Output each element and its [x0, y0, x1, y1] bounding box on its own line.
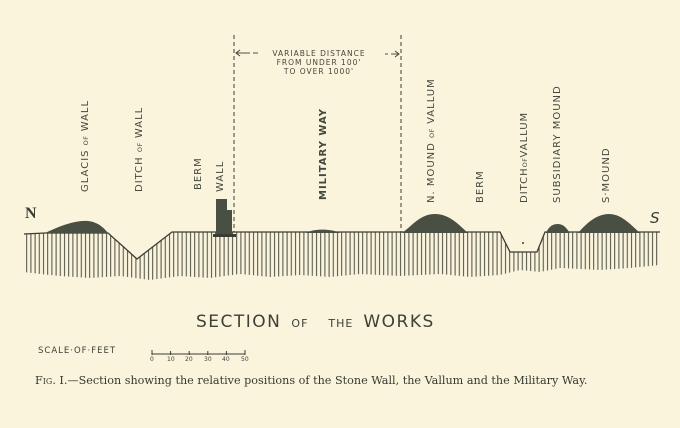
north-label: N	[25, 205, 37, 222]
scale-tick-10: 10	[167, 356, 175, 363]
glacis-mound	[45, 220, 108, 233]
military-way-mound	[306, 229, 340, 233]
distance-arrow-right	[385, 50, 400, 58]
distance-note: VARIABLE DISTANCE FROM UNDER 100' TO OVE…	[254, 49, 384, 76]
south-label: S	[650, 209, 660, 227]
subsidiary-mound	[546, 224, 570, 233]
label-ditch-of-wall: DITCH OF WALL	[134, 106, 145, 192]
earth-hatching	[24, 232, 660, 280]
caption-text: —Section showing the relative positions …	[67, 374, 588, 387]
label-berm-2: BERM	[475, 170, 486, 203]
label-s-mound: S·MOUND	[601, 147, 612, 203]
scale-tick-50: 50	[241, 356, 249, 363]
scale-tick-0: 0	[150, 356, 154, 363]
scale-tick-40: 40	[222, 356, 230, 363]
scale-bar	[151, 350, 246, 355]
label-n-mound-of-vallum: N. MOUND OF VALLUM	[426, 78, 437, 203]
label-ditch-of-vallum: DITCHOFVALLUM	[519, 111, 530, 203]
label-subsidiary-mound: SUBSIDIARY MOUND	[552, 85, 563, 203]
scale-tick-20: 20	[185, 356, 193, 363]
stone-wall	[213, 199, 236, 237]
distance-note-line1: VARIABLE DISTANCE	[272, 49, 366, 58]
label-berm-1: BERM	[193, 157, 204, 190]
label-glacis-of-wall: GLACIS OF WALL	[80, 99, 91, 192]
figure-caption: Fig. I.—Section showing the relative pos…	[35, 374, 587, 387]
n-mound-of-vallum	[402, 214, 468, 233]
label-wall: WALL	[215, 160, 226, 192]
label-military-way: MILITARY WAY	[318, 107, 329, 200]
scale-label: SCALE·OF·FEET	[38, 346, 117, 356]
figure-number: Fig. I.	[35, 374, 68, 387]
distance-note-line3: TO OVER 1000'	[283, 67, 355, 76]
distance-arrow-left	[235, 49, 258, 57]
scale-tick-30: 30	[204, 356, 212, 363]
distance-note-line2: FROM UNDER 100'	[276, 58, 362, 67]
s-mound	[578, 214, 640, 233]
